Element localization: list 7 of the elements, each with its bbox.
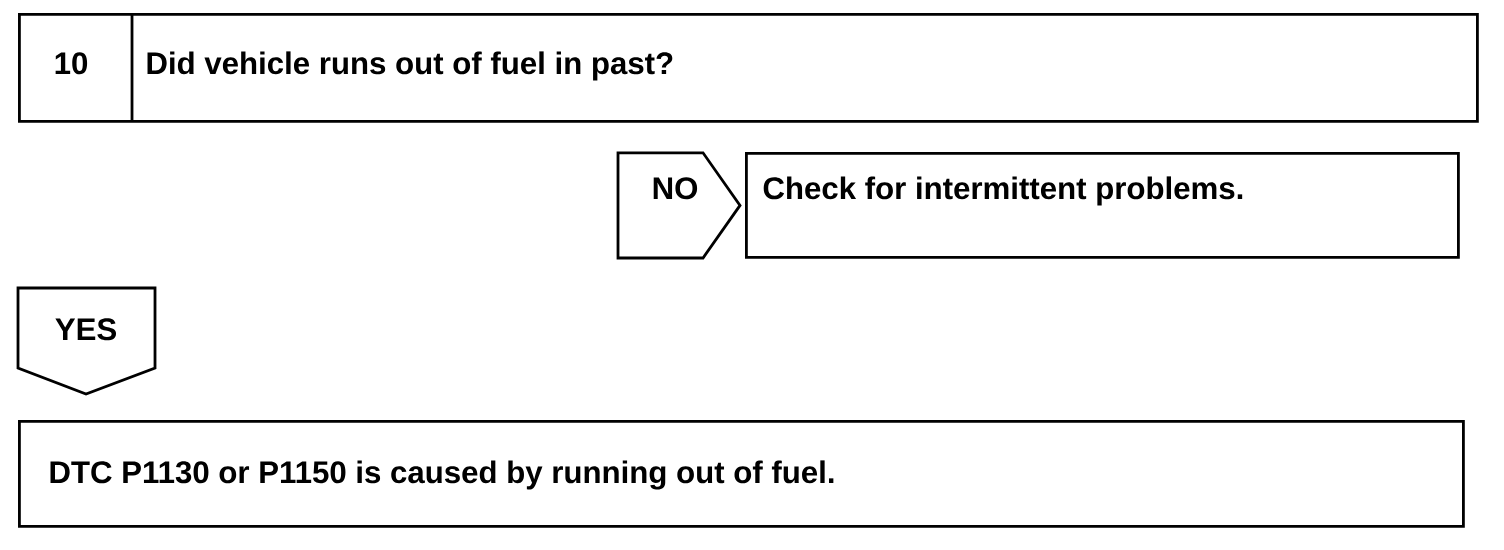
question-box	[18, 13, 1479, 123]
edge-label: NO	[653, 177, 698, 200]
question-text: Did vehicle runs out of fuel in past?	[147, 51, 673, 81]
result-box: Check for intermittent problems.	[745, 152, 1460, 259]
step-number: 10	[55, 52, 88, 75]
result-box: DTC P1130 or P1150 is caused by running out of fuel.	[18, 420, 1465, 528]
chevron-arrow	[616, 151, 742, 260]
